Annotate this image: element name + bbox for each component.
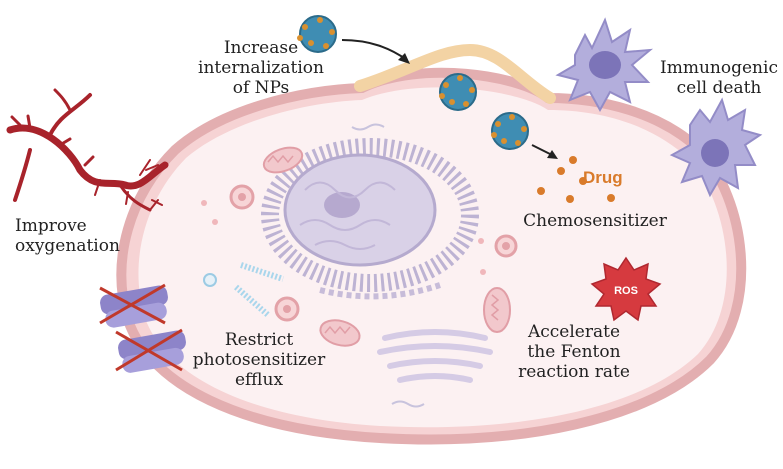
label-oxygenation: Improve oxygenation [15, 216, 120, 256]
vesicles [201, 184, 518, 322]
dendritic-cell-top [555, 17, 654, 113]
efflux-pump-top [99, 283, 168, 328]
drug-particles [537, 156, 615, 203]
label-chemosensitizer: Chemosensitizer [523, 211, 667, 231]
efflux-pump-bottom [115, 328, 186, 373]
nanoparticle-membrane [439, 73, 477, 111]
nucleus [261, 138, 479, 300]
microtubules [234, 262, 284, 318]
entry-arrow [341, 39, 408, 61]
endoplasmic-reticulum [261, 138, 479, 292]
dendritic-cell-bottom [669, 97, 763, 198]
label-fenton: Accelerate the Fenton reaction rate [518, 322, 630, 382]
ros-burst-icon: ROS [590, 256, 662, 322]
mitochondria [262, 146, 511, 347]
nanoparticle-outside [297, 15, 337, 53]
ros-label: ROS [614, 285, 638, 297]
blood-vessel-icon [6, 88, 169, 212]
nanoparticle-inside [491, 112, 529, 150]
label-internalization: Increase internalization of NPs [198, 38, 324, 98]
label-immunogenic: Immunogenic cell death [660, 58, 778, 98]
membrane-bump [354, 43, 556, 104]
label-drug: Drug [583, 168, 623, 187]
label-efflux: Restrict photosensitizer efflux [192, 330, 326, 390]
golgi [377, 329, 493, 383]
release-arrow [531, 144, 553, 156]
